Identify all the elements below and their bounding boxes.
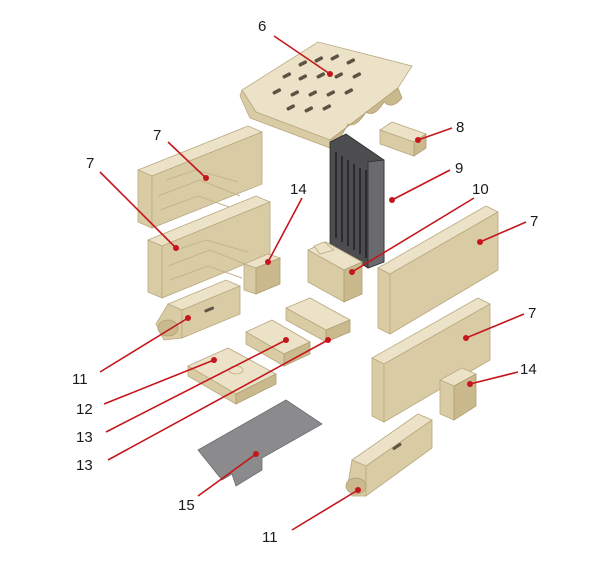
callout-14-upper: 14 xyxy=(290,181,307,198)
callout-7-lower-left: 7 xyxy=(86,155,94,172)
part-7-side-brick-lower-right xyxy=(371,297,491,423)
baffle-slots xyxy=(272,54,362,113)
part-12-floor-slab xyxy=(187,347,277,405)
callout-9: 9 xyxy=(455,160,463,177)
part-13-slab-a xyxy=(245,319,311,367)
part-7-side-brick-upper-right xyxy=(377,205,499,335)
part-11-front-brick-lower xyxy=(345,413,433,497)
leader-lines xyxy=(99,35,527,531)
part-6-top-baffle xyxy=(239,41,413,149)
callout-15: 15 xyxy=(178,497,195,514)
callout-12: 12 xyxy=(76,401,93,418)
part-8-small-block xyxy=(379,121,427,157)
callout-14-lower: 14 xyxy=(520,361,537,378)
callout-8: 8 xyxy=(456,119,464,136)
callout-11-lower: 11 xyxy=(262,529,278,546)
part-9-grate xyxy=(329,133,385,269)
callout-6: 6 xyxy=(258,18,266,35)
callout-13-a: 13 xyxy=(76,429,93,446)
callout-13-b: 13 xyxy=(76,457,93,474)
part-11-front-brick-upper xyxy=(155,279,242,341)
callout-7-upper-left: 7 xyxy=(153,127,161,144)
callout-11-upper: 11 xyxy=(72,371,88,388)
callout-7-lower-right: 7 xyxy=(528,305,536,322)
callout-10: 10 xyxy=(472,181,489,198)
part-7-side-brick-lower-left xyxy=(146,195,272,299)
part-15-metal-plate xyxy=(197,399,323,487)
part-10-angled-block xyxy=(307,241,363,303)
callout-7-upper-right: 7 xyxy=(530,213,538,230)
callout-labels: 6 8 7 7 9 10 14 7 7 14 11 12 13 13 15 11 xyxy=(72,18,538,546)
